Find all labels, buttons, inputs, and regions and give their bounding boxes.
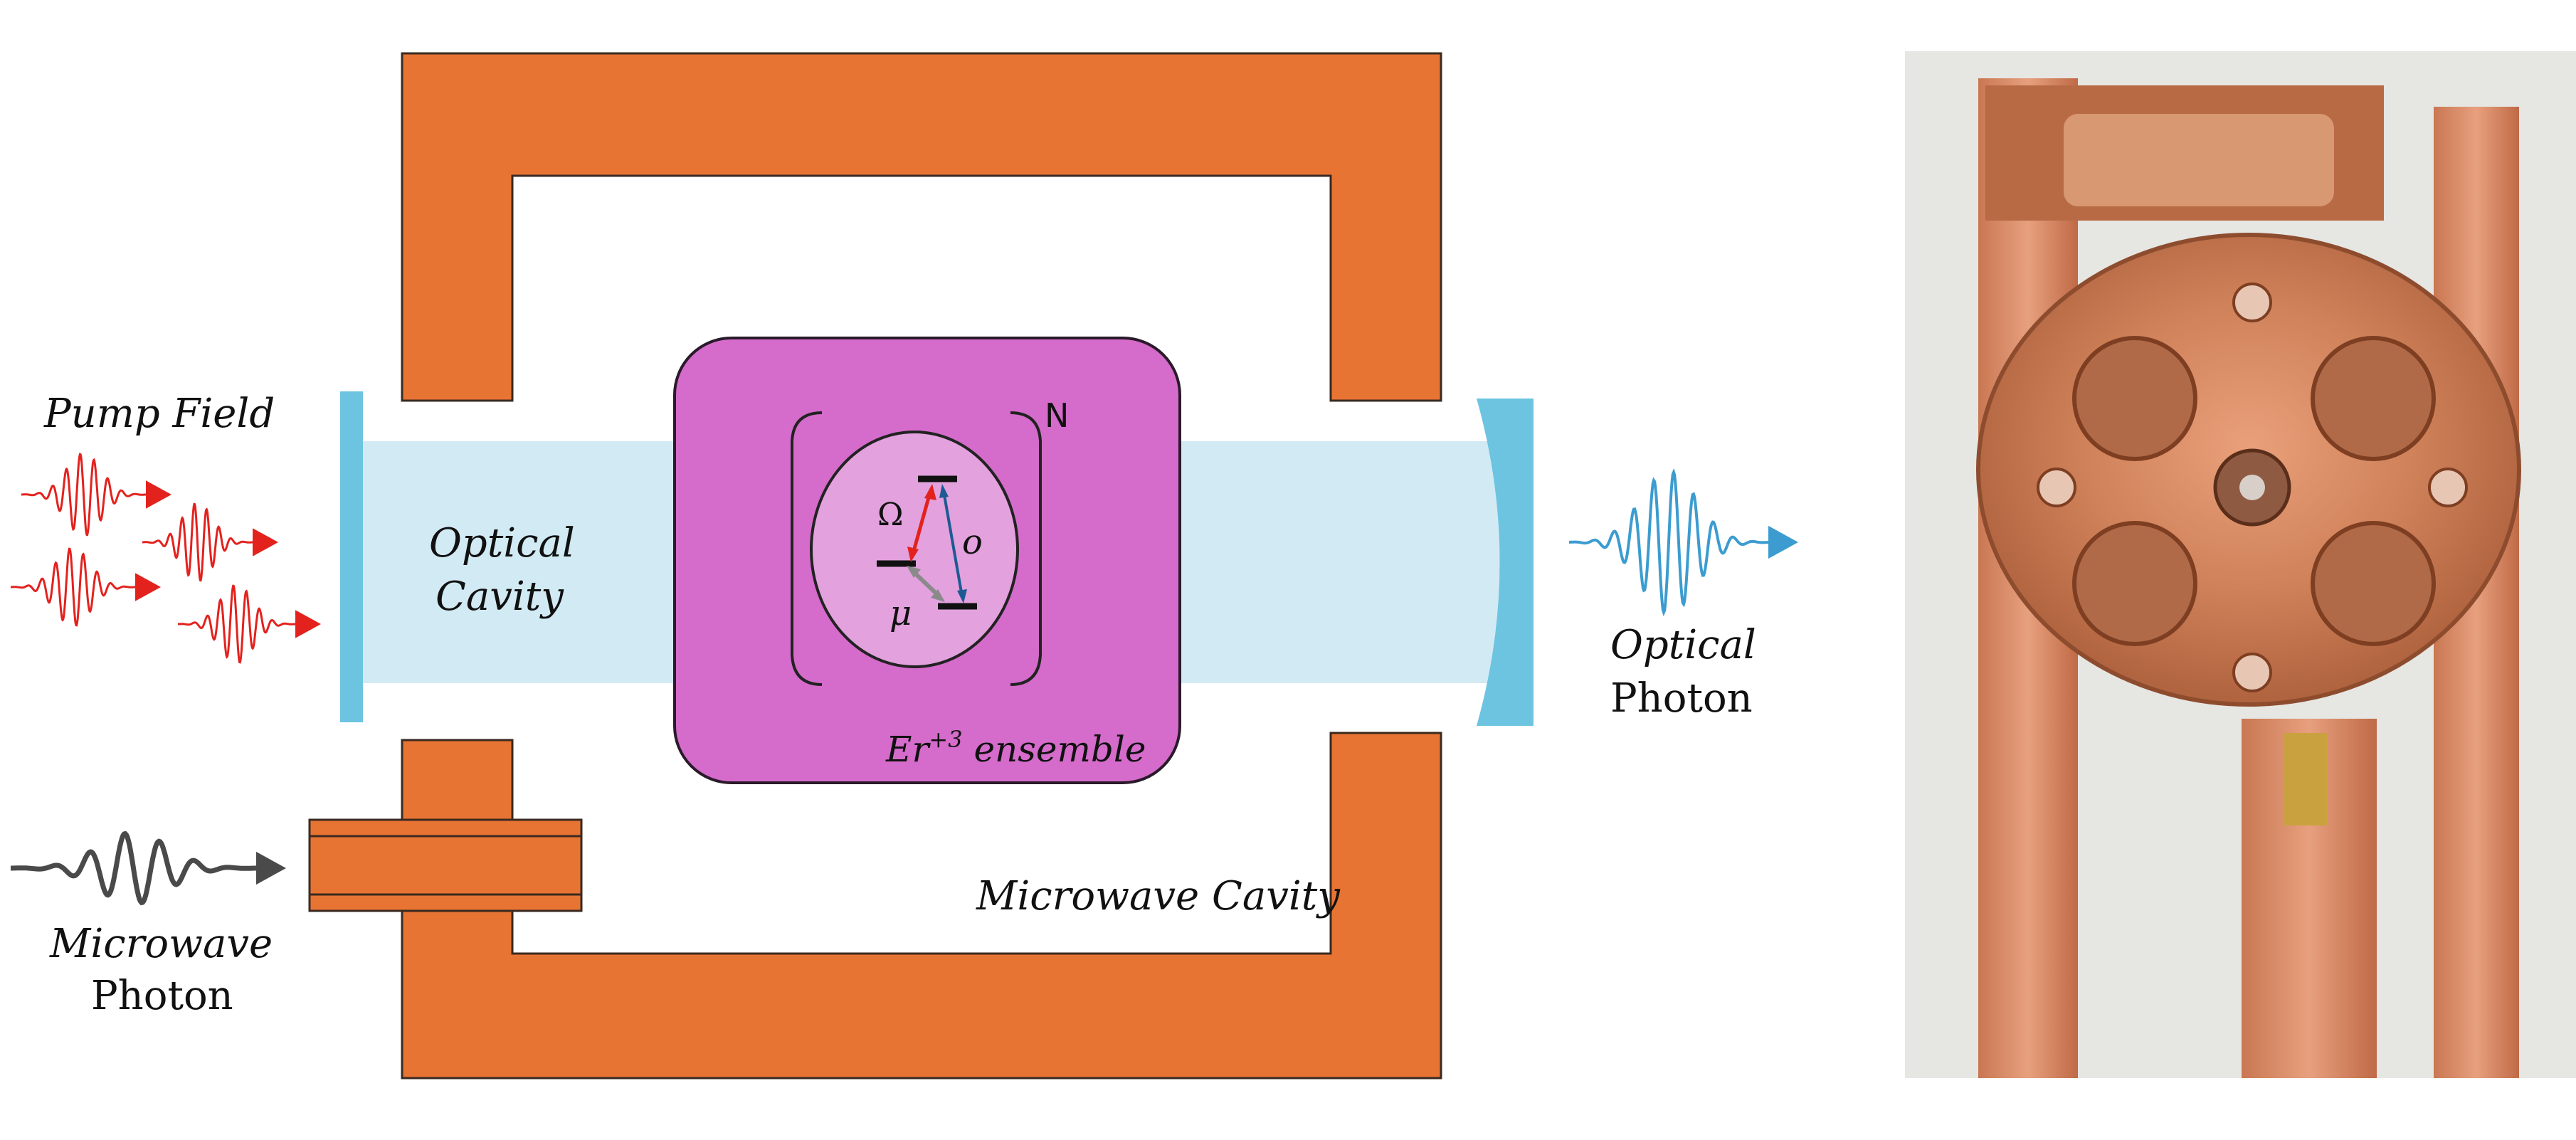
copper-cavity-photo bbox=[1905, 51, 2576, 1078]
o-arrow bbox=[939, 484, 967, 603]
o-label: o bbox=[962, 522, 983, 562]
flat-mirror bbox=[340, 391, 363, 722]
cavity-bottom bbox=[401, 732, 1442, 1080]
omega-label: Ω bbox=[877, 497, 903, 533]
optical-photon-label-2: Photon bbox=[1610, 675, 1753, 722]
microwave-photon-label-1: Microwave bbox=[49, 921, 273, 967]
microwave-waveguide bbox=[308, 818, 583, 912]
optical-photon-wave bbox=[1568, 468, 1798, 617]
optical-photon-label-1: Optical bbox=[1610, 622, 1756, 668]
curved-mirror bbox=[1477, 399, 1534, 726]
ensemble-label: Er+3 ensemble bbox=[885, 726, 1146, 770]
microwave-photon-wave bbox=[11, 830, 286, 906]
pump-wave-4 bbox=[178, 584, 321, 664]
mu-label: μ bbox=[890, 593, 912, 633]
pump-field-label: Pump Field bbox=[43, 391, 275, 437]
pump-wave-1 bbox=[21, 453, 171, 537]
left-bracket bbox=[791, 411, 823, 686]
microwave-cavity bbox=[401, 52, 1442, 1080]
cavity-top bbox=[401, 52, 1442, 402]
ensemble-box: N Ω o μ Er+3 ensemble bbox=[673, 337, 1181, 784]
wave-packets bbox=[11, 453, 1798, 906]
right-bracket bbox=[1010, 411, 1042, 686]
omega-arrow bbox=[907, 484, 936, 562]
pump-wave-2 bbox=[142, 502, 278, 582]
pump-wave-3 bbox=[11, 547, 161, 627]
mu-arrow bbox=[907, 566, 945, 602]
optical-cavity-label-2: Cavity bbox=[436, 574, 564, 620]
ensemble-count: N bbox=[1045, 396, 1069, 435]
optical-cavity-label-1: Optical bbox=[429, 520, 575, 566]
microwave-photon-label-2: Photon bbox=[91, 973, 233, 1019]
microwave-cavity-label: Microwave Cavity bbox=[976, 873, 1341, 919]
